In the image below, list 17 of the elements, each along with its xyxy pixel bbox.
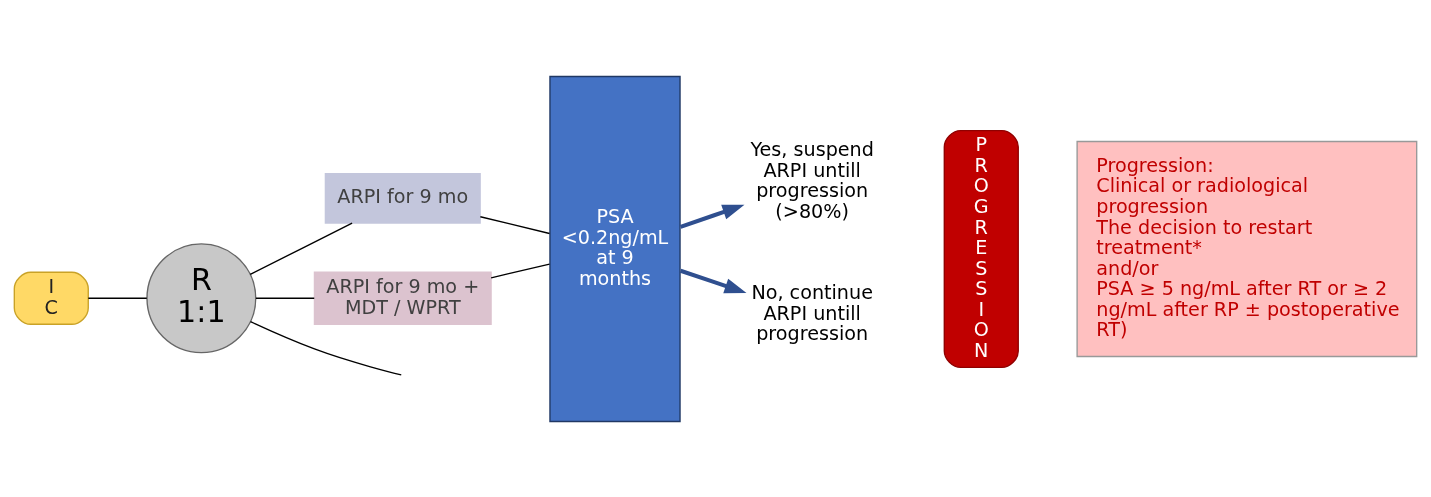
connector bbox=[255, 297, 315, 299]
connector bbox=[87, 297, 148, 299]
connector bbox=[249, 221, 353, 275]
node-box: ARPI for 9 mo bbox=[324, 172, 481, 224]
node-box: PSA <0.2ng/mL at 9 months bbox=[549, 75, 681, 422]
node-box: IC bbox=[13, 271, 89, 325]
node-text: No, continue ARPI untill progression bbox=[751, 280, 873, 345]
arrow bbox=[679, 204, 745, 229]
node-box: PROGRESSION bbox=[943, 129, 1019, 368]
node-box: Progression: Clinical or radiological progression The decision to restart treatment* and/or PSA ≥ 5 ng/mL after RT or ≥ 2 ng/mL after RP ± postoperative RT) bbox=[1076, 140, 1418, 357]
connector bbox=[249, 320, 402, 376]
node-circle: R 1:1 bbox=[146, 242, 257, 353]
connector bbox=[479, 215, 551, 234]
connector bbox=[490, 262, 551, 278]
arrow bbox=[679, 268, 747, 293]
node-box: ARPI for 9 mo + MDT / WPRT bbox=[313, 271, 492, 325]
node-text: Yes, suspend ARPI untill progression (>80%) bbox=[750, 137, 874, 223]
